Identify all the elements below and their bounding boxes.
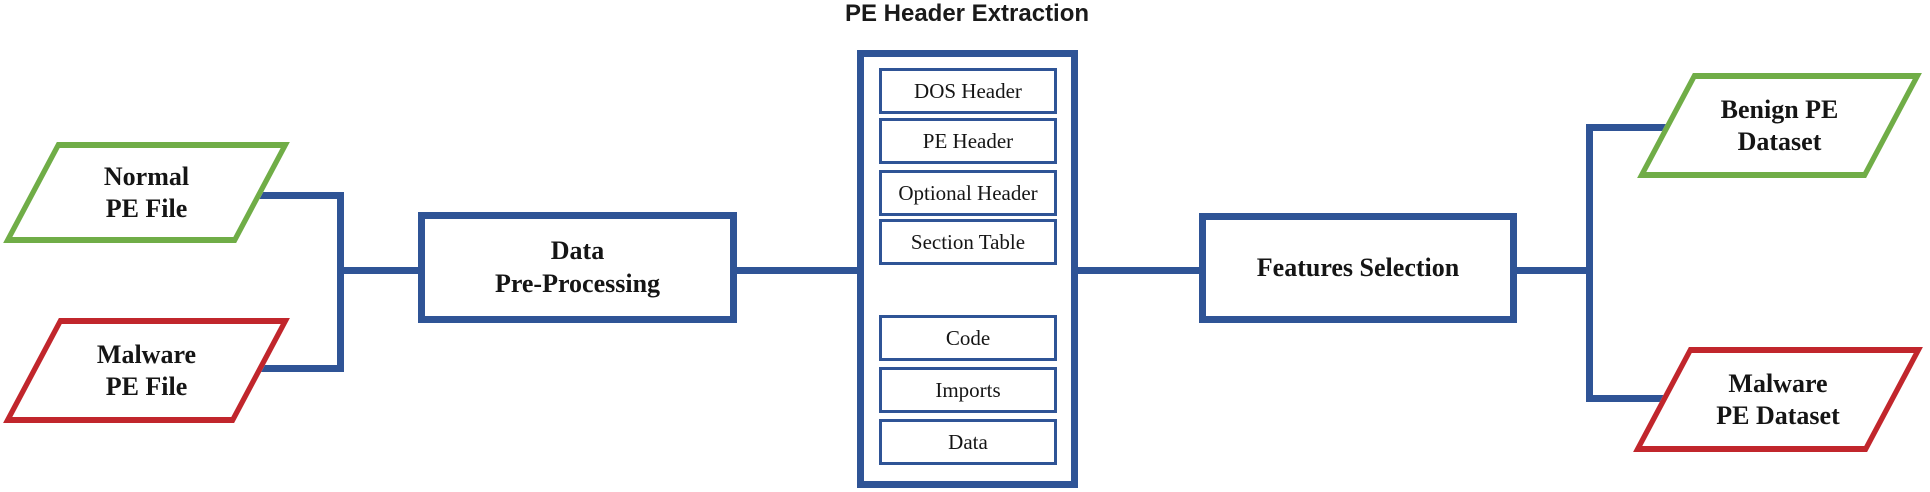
section-section-table: Section Table [879,219,1057,265]
section-label: DOS Header [914,78,1022,103]
section-optional-header: Optional Header [879,170,1057,216]
section-pe-header: PE Header [879,118,1057,164]
label-line: Features Selection [1256,252,1460,282]
label-line: PE File [105,193,188,223]
section-dos-header: DOS Header [879,68,1057,114]
benign-pe-dataset-label: Benign PE Dataset [1637,73,1922,178]
connector-preprocessing-to-extraction [735,267,863,274]
label-line: PE File [105,371,188,401]
label-line: Normal [103,161,190,191]
section-label: Data [948,429,988,454]
input-normal-pe-file: Normal PE File [3,142,290,243]
label-line: PE Dataset [1716,400,1840,430]
section-label: Section Table [910,229,1026,254]
input-malware-pe-file: Malware PE File [3,318,290,423]
connector-right-bracket-vertical [1586,124,1593,402]
connector-left-bracket-vertical [337,192,344,372]
connector-malware-to-bracket [258,365,344,372]
output-benign-pe-dataset: Benign PE Dataset [1637,73,1922,178]
section-label: Imports [935,377,1001,402]
connector-bracket-to-preprocessing [340,267,418,274]
section-imports: Imports [879,367,1057,413]
label-line: Data [550,236,605,265]
connector-extraction-to-selection [1071,267,1203,274]
label-line: Dataset [1737,126,1822,156]
diagram-title: PE Header Extraction [844,0,1090,27]
label-line: Benign PE [1720,94,1839,124]
malware-pe-file-label: Malware PE File [3,318,290,423]
section-label: PE Header [922,128,1014,153]
connector-selection-to-bracket [1512,267,1593,274]
label-line: Pre-Processing [494,268,661,298]
section-label: Code [945,325,991,350]
malware-pe-dataset-label: Malware PE Dataset [1633,347,1923,452]
connector-normal-to-bracket [258,192,344,199]
section-code: Code [879,315,1057,361]
features-selection-box: Features Selection [1199,213,1517,323]
section-data: Data [879,419,1057,465]
connector-bracket-to-benign [1589,124,1670,131]
normal-pe-file-label: Normal PE File [3,142,290,243]
output-malware-pe-dataset: Malware PE Dataset [1633,347,1923,452]
pe-header-extraction-container: DOS Header PE Header Optional Header Sec… [857,50,1078,488]
label-line: Malware [1728,368,1828,398]
connector-bracket-to-malware-dataset [1589,395,1670,402]
label-line: Malware [96,339,197,369]
section-label: Optional Header [898,180,1038,205]
data-preprocessing-box: Data Pre-Processing [418,212,737,323]
